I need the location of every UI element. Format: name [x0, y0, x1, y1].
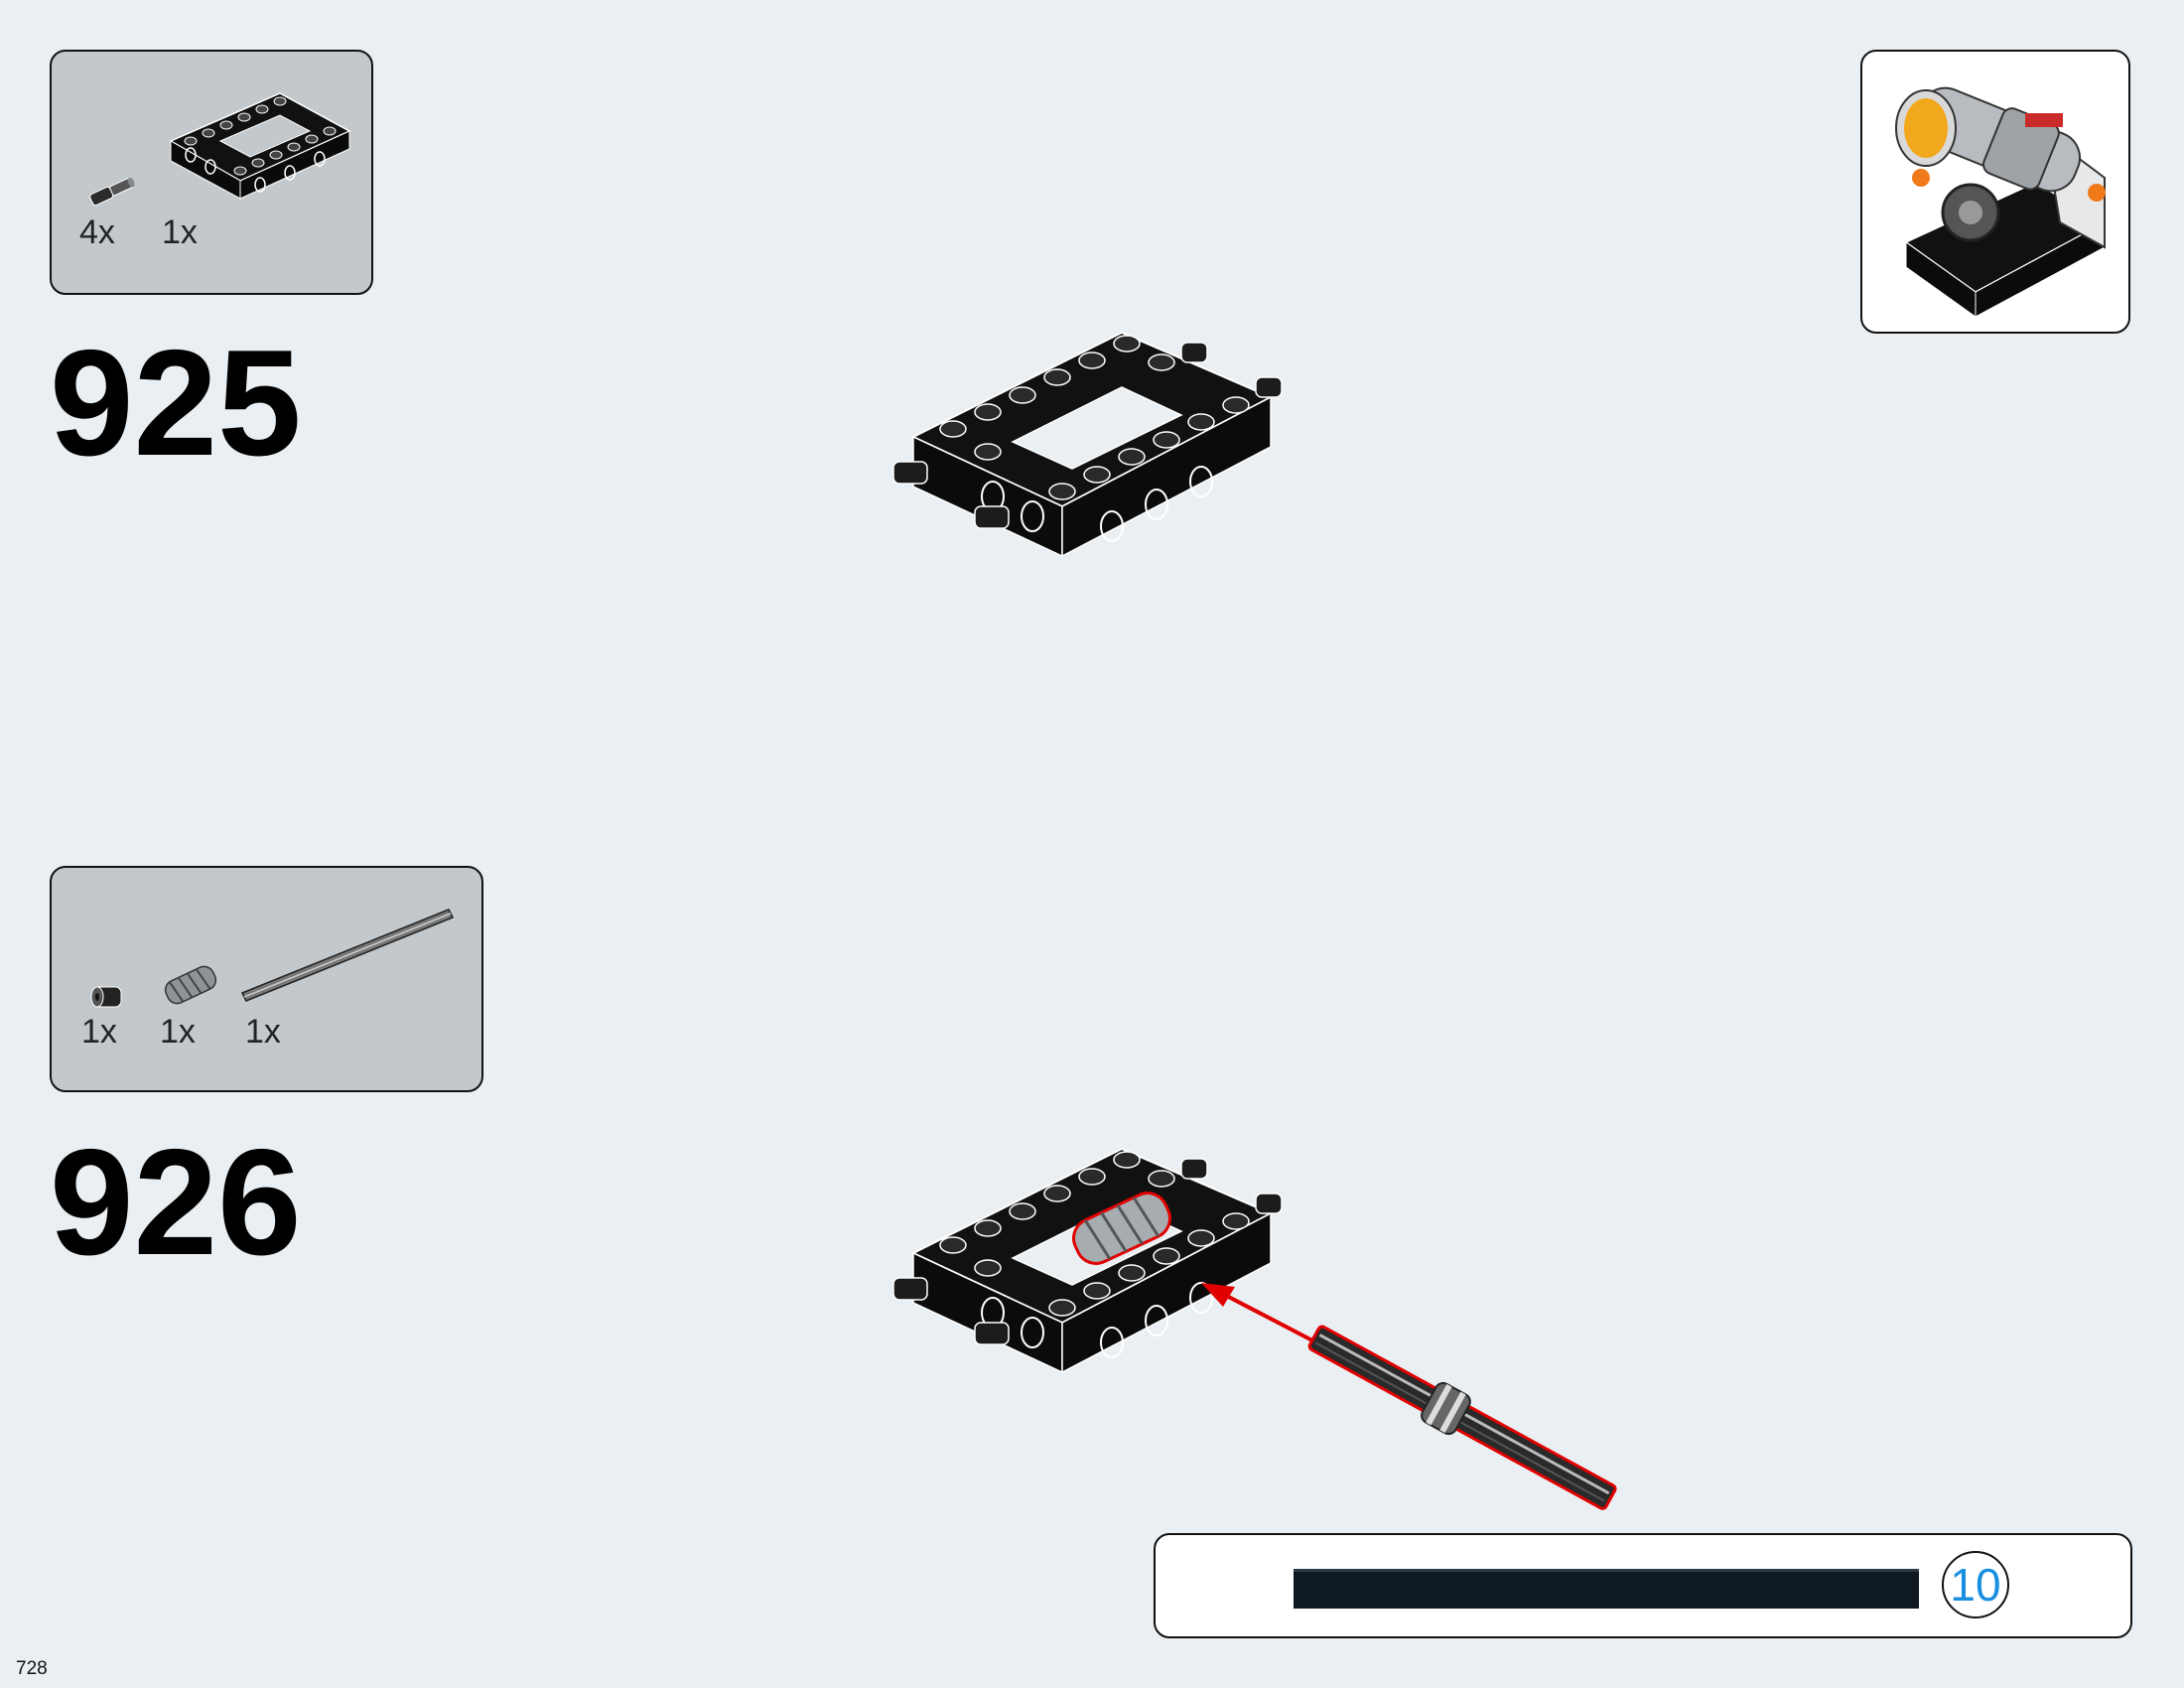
- axle-pin-with-friction-icon: [89, 177, 135, 207]
- submodel-preview: [1860, 50, 2130, 334]
- frame-4x6-open-center-icon: [169, 92, 351, 200]
- motor-assembly-preview-image: [1895, 86, 2107, 318]
- bush-icon: [90, 986, 122, 1008]
- part-quantity: 1x: [160, 1013, 196, 1051]
- axle-10-icon: [240, 909, 455, 1002]
- part-quantity: 1x: [162, 213, 198, 251]
- axle-insertion-callout: [1201, 1283, 1617, 1510]
- worm-gear-highlight: [1072, 1192, 1171, 1265]
- frame-with-worm-gear-model-926: [892, 1147, 1283, 1374]
- worm-gear-icon: [164, 965, 217, 1005]
- page-number: 728: [16, 1658, 48, 1679]
- step-number: 926: [50, 1118, 302, 1287]
- axle-length-number: 10: [1942, 1551, 2009, 1618]
- part-quantity: 1x: [245, 1013, 281, 1051]
- frame-with-pins-model-925: [892, 331, 1283, 558]
- axle-length-callout: 10: [1154, 1533, 2132, 1638]
- arrow-head-icon: [1201, 1283, 1235, 1307]
- insertion-arrow: [1216, 1289, 1313, 1342]
- parts-list-step-926: 1x 1x 1x: [50, 866, 483, 1092]
- step-number: 925: [50, 319, 302, 488]
- axle-length-bar: [1294, 1569, 1919, 1609]
- part-quantity: 4x: [79, 213, 115, 251]
- parts-list-step-925: 4x 1x: [50, 50, 373, 295]
- part-quantity: 1x: [81, 1013, 117, 1051]
